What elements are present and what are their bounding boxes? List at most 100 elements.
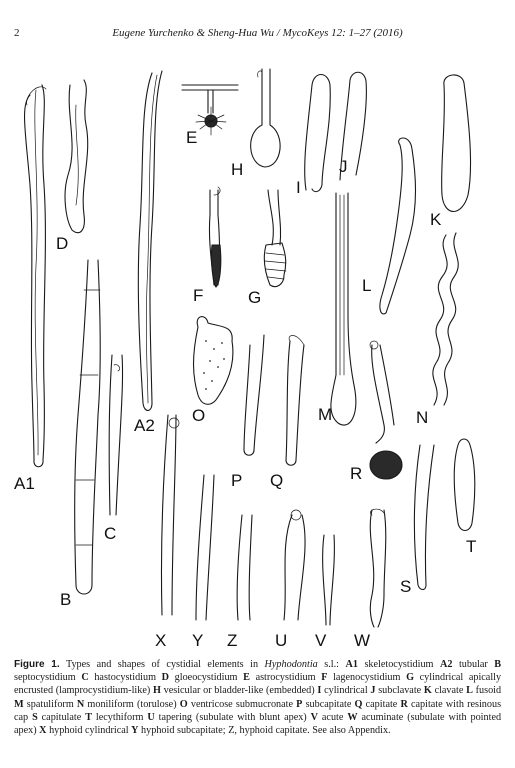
caption-key-v: V: [310, 711, 318, 723]
caption-key-f: F: [321, 672, 328, 684]
caption-genus-suffix: s.l.:: [324, 659, 339, 670]
caption-key-a1: A1: [345, 659, 358, 670]
caption-desc-z: Z, hyphoid capitate. See also Appendix.: [228, 725, 391, 737]
caption-key-a2: A2: [439, 659, 453, 670]
cystidium-w: [369, 508, 387, 628]
caption-desc-a1: skeletocystidium: [364, 659, 434, 670]
cystidium-v: [322, 534, 335, 626]
cystidium-k: [441, 74, 472, 213]
label-a1: A1: [14, 474, 35, 493]
caption-key-q: Q: [354, 698, 363, 710]
caption-desc-v: acute: [321, 711, 344, 723]
cystidium-a1: [23, 84, 47, 468]
caption-desc-o: ventricose submucronate: [190, 698, 294, 710]
label-r: R: [350, 464, 362, 483]
caption-desc-i: cylindrical: [324, 685, 368, 697]
caption-desc-p: subcapitate: [305, 698, 352, 710]
caption-key-h: H: [152, 685, 161, 697]
label-o: O: [192, 406, 205, 425]
caption-key-s: S: [32, 711, 38, 723]
caption-key-o: O: [179, 698, 188, 710]
caption-desc-q: capitate: [365, 698, 398, 710]
caption-key-g: G: [406, 672, 414, 684]
caption-desc-f: lagenocystidium: [333, 672, 401, 684]
caption-desc-c: hastocystidium: [94, 672, 157, 684]
label-e: E: [186, 128, 197, 147]
caption-label: Figure 1.: [14, 659, 60, 670]
caption-desc-r: capitate with resinous cap: [14, 698, 502, 723]
caption-key-n: N: [76, 698, 85, 710]
caption-desc-t: lecythiform: [95, 711, 144, 723]
caption-key-r: R: [400, 698, 408, 710]
cystidium-h: [250, 68, 281, 168]
caption-key-u: U: [147, 711, 155, 723]
caption-desc-j: subclavate: [378, 685, 422, 697]
cystidium-l: [379, 137, 417, 315]
caption-desc-w: acuminate (subulate with pointed apex): [14, 711, 502, 737]
label-h: H: [231, 160, 243, 179]
caption-desc-g: cylindrical apically encrusted (lamprocy…: [14, 672, 502, 697]
label-y: Y: [192, 631, 203, 650]
cystidium-s: [413, 444, 435, 591]
label-f: F: [193, 286, 203, 305]
cystidium-x: [160, 414, 180, 616]
caption-key-b: B: [494, 659, 502, 670]
caption-key-l: L: [466, 685, 473, 697]
label-z: Z: [227, 631, 237, 650]
caption-desc-s: capitulate: [41, 711, 82, 723]
label-g: G: [248, 288, 261, 307]
caption-desc-h: vesicular or bladder-like (embedded): [163, 685, 315, 697]
caption-desc-x: hyphoid cylindrical: [49, 725, 129, 737]
cystidium-i: [304, 73, 331, 193]
caption-genus: Hyphodontia: [264, 659, 318, 670]
cystidium-r: [369, 340, 403, 480]
figure-caption: Figure 1. Types and shapes of cystidial …: [14, 658, 501, 737]
caption-key-x: X: [39, 725, 47, 737]
cystidium-j: [339, 71, 367, 181]
label-w: W: [354, 631, 370, 650]
caption-key-e: E: [243, 672, 250, 684]
cystidium-o: [193, 316, 234, 405]
caption-desc-a2: tubular: [458, 659, 488, 670]
label-q: Q: [270, 471, 283, 490]
page-number: 2: [14, 27, 20, 39]
caption-key-p: P: [296, 698, 303, 710]
caption-desc-b: septocystidium: [14, 672, 76, 684]
caption-intro: Types and shapes of cystidial elements i…: [65, 659, 259, 670]
caption-desc-l: fusoid: [475, 685, 502, 697]
cystidium-f: [208, 186, 222, 288]
cystidium-z: [236, 514, 253, 621]
label-j: J: [339, 157, 348, 176]
caption-desc-e: astrocystidium: [255, 672, 316, 684]
cystidium-u: [283, 509, 306, 621]
cystidium-g: [263, 189, 287, 288]
caption-desc-k: clavate: [434, 685, 464, 697]
caption-key-c: C: [81, 672, 89, 684]
caption-key-d: D: [161, 672, 170, 684]
running-header: Eugene Yurchenko & Sheng-Hua Wu / MycoKe…: [112, 27, 403, 39]
cystidium-d: [64, 79, 89, 234]
label-p: P: [231, 471, 242, 490]
cystidium-q: [285, 335, 305, 466]
figure-1-drawing: A1 A2 B C D E F G H I J K L M N O P Q R …: [14, 68, 476, 650]
label-x: X: [155, 631, 166, 650]
cystidium-e: [181, 84, 239, 136]
label-u: U: [275, 631, 287, 650]
cystidium-c: [108, 354, 124, 516]
label-c: C: [104, 524, 116, 543]
caption-key-w: W: [347, 711, 358, 723]
label-t: T: [466, 537, 476, 556]
label-s: S: [400, 577, 411, 596]
cystidium-y: [195, 474, 215, 621]
caption-items: A1 skeletocystidium A2 tubular B septocy…: [14, 659, 501, 736]
caption-key-y: Y: [131, 725, 139, 737]
label-l: L: [362, 276, 371, 295]
label-i: I: [296, 178, 301, 197]
caption-desc-n: moniliform (torulose): [87, 698, 177, 710]
label-n: N: [416, 408, 428, 427]
caption-desc-m: spatuliform: [26, 698, 74, 710]
caption-key-j: J: [370, 685, 376, 697]
caption-key-m: M: [14, 698, 24, 710]
caption-key-k: K: [423, 685, 432, 697]
cystidium-m: [330, 192, 357, 426]
